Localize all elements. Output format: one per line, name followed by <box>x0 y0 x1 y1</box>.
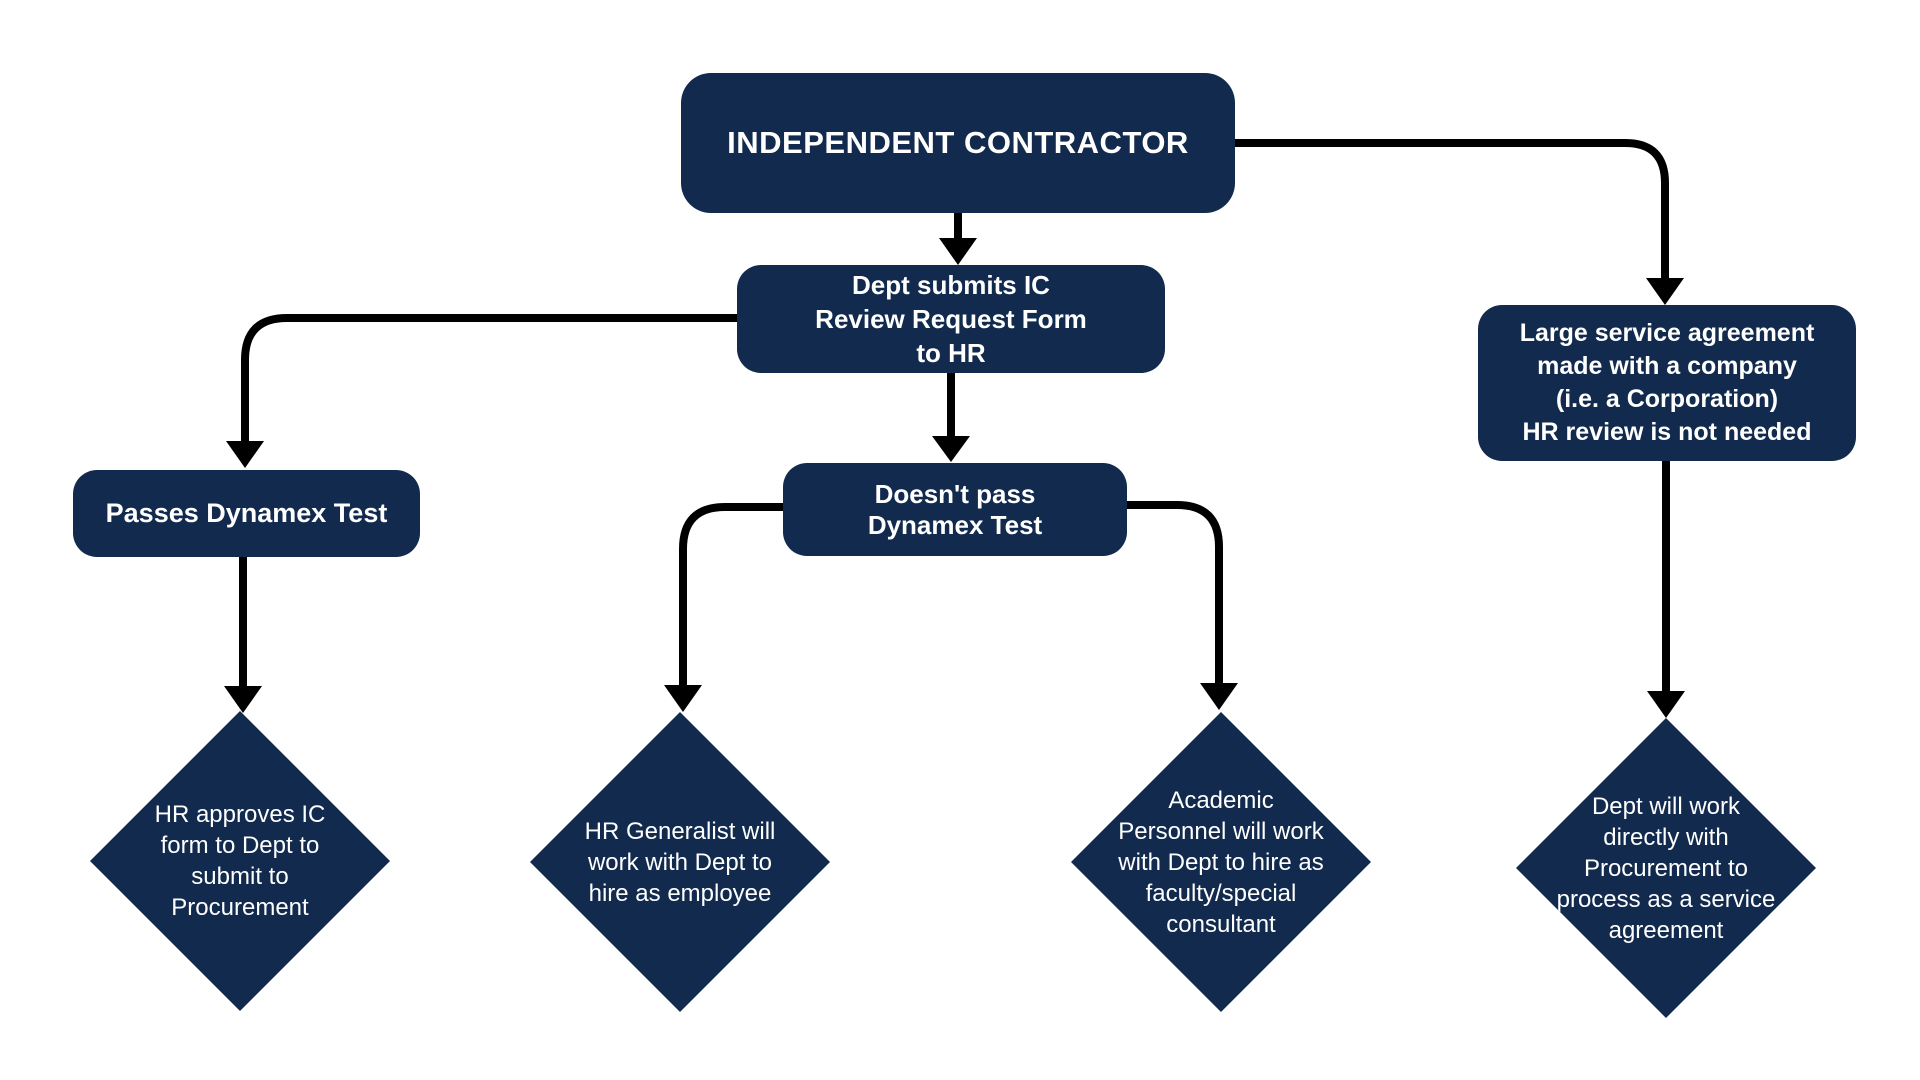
connector-dept-to-passes <box>241 314 737 443</box>
arrowhead-large-to-procurement <box>1647 691 1685 718</box>
arrowhead-doesnt-to-academic <box>1200 683 1238 710</box>
connector-doesnt-to-academic <box>1127 501 1223 685</box>
arrowhead-dept-to-passes <box>226 441 264 468</box>
arrowhead-doesnt-to-hr-generalist <box>664 685 702 712</box>
node-independent-contractor: INDEPENDENT CONTRACTOR <box>681 73 1235 213</box>
node-dept-submits-ic-review: Dept submits IC Review Request Form to H… <box>737 265 1165 373</box>
diamond-hr-approves-ic-form: HR approves IC form to Dept to submit to… <box>90 711 390 1011</box>
connector-doesnt-to-hr-generalist <box>679 503 783 687</box>
node-doesnt-pass-dynamex-test: Doesn't pass Dynamex Test <box>783 463 1127 556</box>
node-large-service-agreement: Large service agreement made with a comp… <box>1478 305 1856 461</box>
diamond-hr-generalist-hire-employee: HR Generalist will work with Dept to hir… <box>530 712 830 1012</box>
arrowhead-title-to-dept <box>939 238 977 265</box>
arrowhead-passes-to-hr-approves <box>224 686 262 713</box>
connector-title-to-large <box>1235 139 1669 280</box>
diamond-academic-personnel-faculty: Academic Personnel will work with Dept t… <box>1071 712 1371 1012</box>
diamond-dept-procurement-service-agreement: Dept will work directly with Procurement… <box>1516 718 1816 1018</box>
node-passes-dynamex-test: Passes Dynamex Test <box>73 470 420 557</box>
arrowhead-title-to-large <box>1646 278 1684 305</box>
arrowhead-dept-to-doesnt <box>932 436 970 462</box>
